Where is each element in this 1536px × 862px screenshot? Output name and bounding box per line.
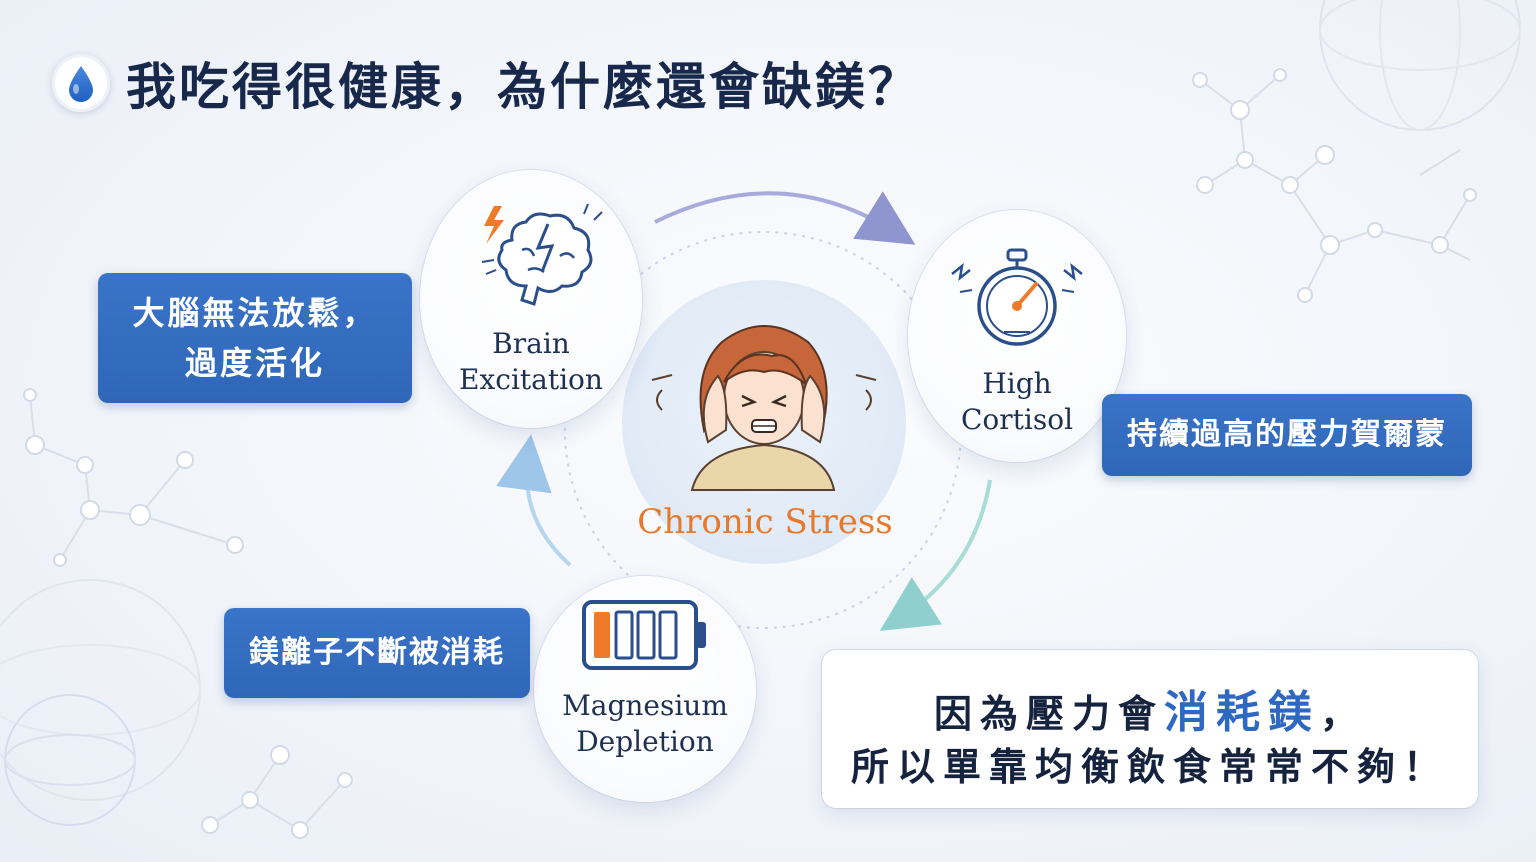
cortisol-note-text: 持續過高的壓力賀爾蒙 (1127, 417, 1447, 452)
stressed-person-illustration (651, 325, 877, 491)
chronic-stress-circle (622, 280, 906, 564)
brain-excitation-circle: Brain Excitation (420, 170, 642, 428)
stopwatch-icon (951, 248, 1083, 346)
high-cortisol-circle: High Cortisol (908, 210, 1126, 462)
magnesium-note-text: 鎂離子不斷被消耗 (249, 635, 505, 670)
conclusion-line-2: 所以單靠均衡飲食常常不夠！ (850, 745, 1449, 789)
magnesium-depletion-label: Magnesium Depletion (562, 689, 728, 758)
magnesium-depletion-circle: Magnesium Depletion (534, 576, 756, 802)
conclusion-prefix: 因為壓力會 (933, 692, 1164, 736)
high-cortisol-label: High Cortisol (960, 367, 1074, 436)
conclusion-suffix: ， (1320, 692, 1367, 736)
page-title: 我吃得很健康，為什麼還會缺鎂？ (126, 58, 921, 116)
conclusion-card: 因為壓力會消耗鎂， 所以單靠均衡飲食常常不夠！ (822, 650, 1478, 808)
title-row: 我吃得很健康，為什麼還會缺鎂？ (52, 50, 921, 116)
conclusion-emphasis: 消耗鎂 (1164, 687, 1320, 738)
brain-note-text: 大腦無法放鬆， 過度活化 (132, 294, 378, 382)
magnesium-note-label: 鎂離子不斷被消耗 (224, 608, 530, 698)
brain-lightning-icon (481, 203, 603, 306)
brain-excitation-label: Brain Excitation (459, 327, 603, 396)
water-drop-icon (52, 54, 110, 112)
chronic-stress-label: Chronic Stress (637, 502, 893, 542)
brain-note-label: 大腦無法放鬆， 過度活化 (98, 273, 412, 403)
conclusion-line-1: 因為壓力會消耗鎂， (822, 676, 1478, 740)
cortisol-note-label: 持續過高的壓力賀爾蒙 (1102, 394, 1472, 476)
battery-low-icon (582, 600, 706, 670)
